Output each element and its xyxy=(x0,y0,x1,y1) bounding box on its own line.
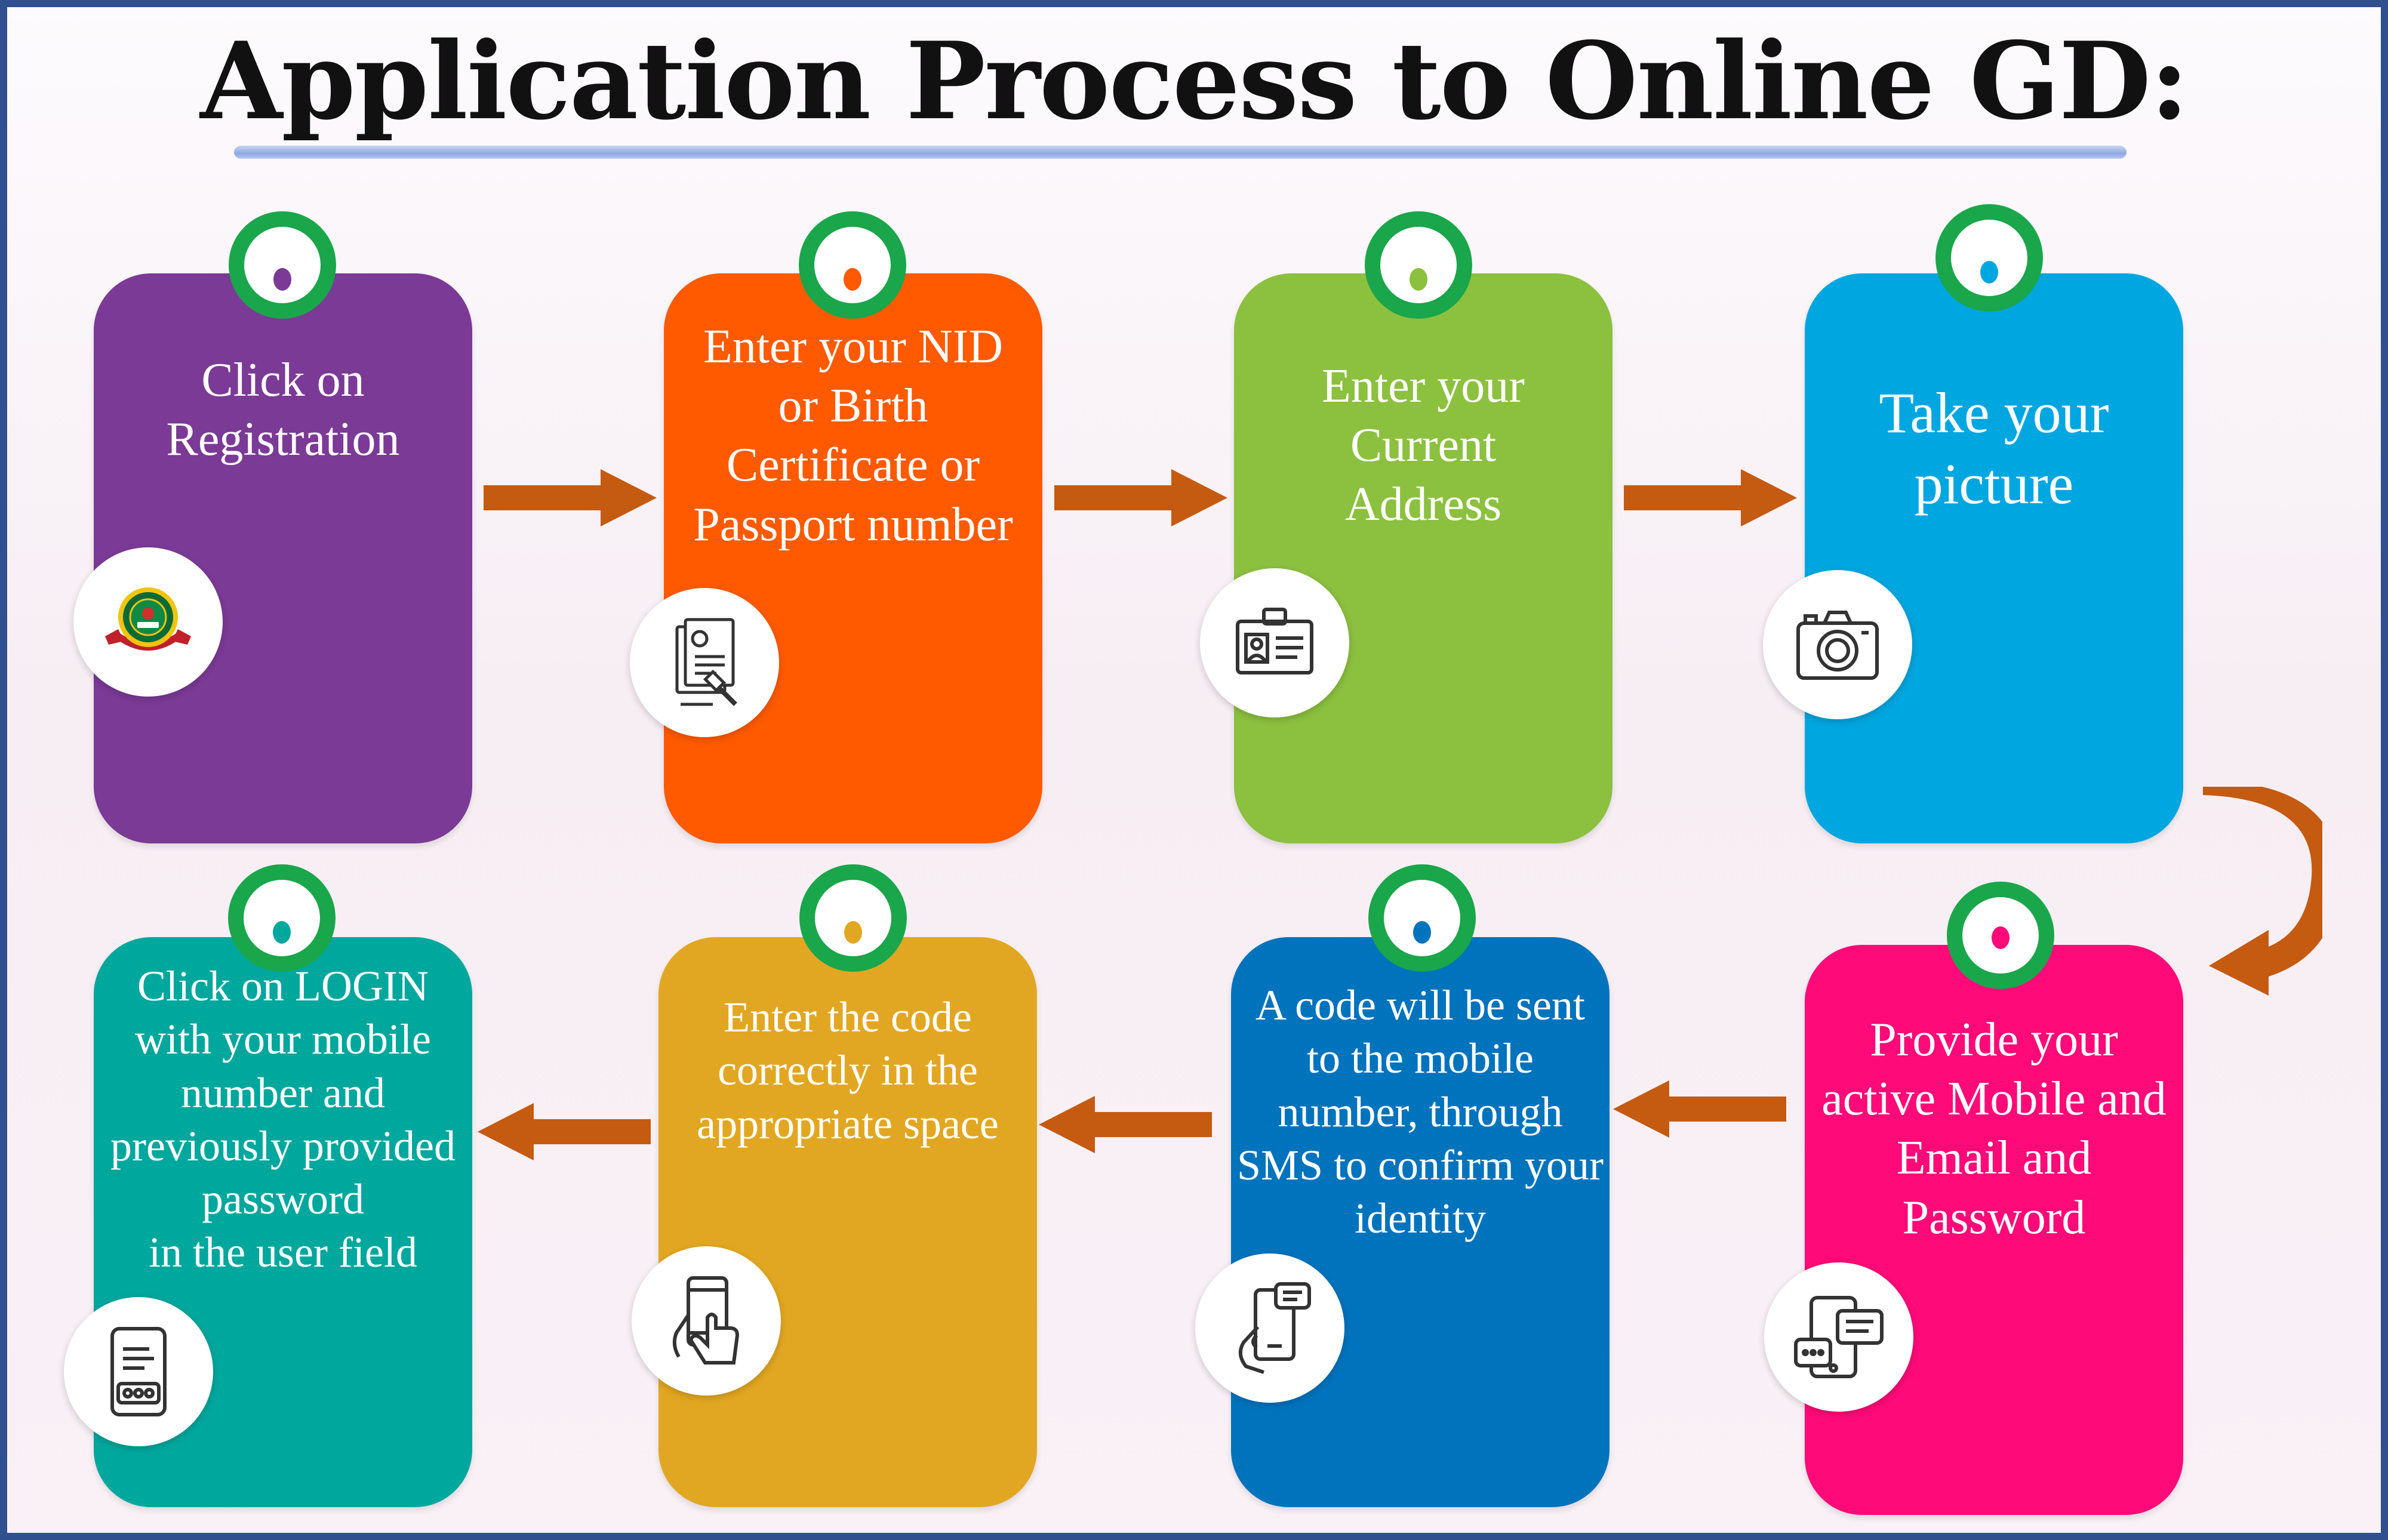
step-text: Take your picture xyxy=(1879,381,2109,516)
step-icon-disc xyxy=(64,1297,213,1446)
step-text: Enter the code correctly in the appropri… xyxy=(697,993,999,1148)
step-dot xyxy=(273,921,291,944)
step-tab xyxy=(1365,211,1472,319)
step-dot xyxy=(1413,921,1431,944)
arrow-right-3 xyxy=(1624,469,1797,526)
phone-chat-icon xyxy=(1794,1296,1884,1378)
step-icon-disc xyxy=(73,547,223,697)
step-tab xyxy=(228,864,336,972)
step-dot xyxy=(844,921,862,944)
step-icon-disc xyxy=(1195,1253,1344,1403)
arrow-left-1 xyxy=(1613,1080,1786,1138)
step-card-sms-code: A code will be sent to the mobile number… xyxy=(1231,937,1610,1507)
step-tab xyxy=(799,211,906,319)
step-text: Click on LOGIN with your mobile number a… xyxy=(110,962,456,1277)
step-icon-disc xyxy=(1764,1262,1913,1412)
arrow-right-2 xyxy=(1054,469,1227,526)
step-dot xyxy=(1980,261,1998,284)
step-icon-disc xyxy=(632,1246,781,1396)
step-icon-disc xyxy=(630,588,779,737)
step-text: Provide your active Mobile and Email and… xyxy=(1821,1014,2167,1244)
title-underline xyxy=(234,146,2127,159)
arrow-right-1 xyxy=(484,469,657,526)
step-tab xyxy=(229,211,336,319)
sms-phone-hand-icon xyxy=(1238,1282,1311,1374)
step-card-enter-code: Enter the code correctly in the appropri… xyxy=(658,937,1037,1507)
page-title: Application Process to Online GD: xyxy=(200,19,2189,143)
arrow-curved-down xyxy=(2203,787,2322,996)
step-text: Enter your NID or Birth Certificate or P… xyxy=(693,321,1013,551)
step-tab xyxy=(1935,204,2043,312)
camera-icon xyxy=(1796,611,1879,680)
id-card-icon xyxy=(1236,608,1313,674)
step-dot xyxy=(1410,268,1427,291)
step-icon-disc xyxy=(1200,568,1349,717)
arrow-left-2 xyxy=(1039,1096,1212,1153)
certificate-document-icon xyxy=(675,618,737,706)
step-card-address: Enter your Current Address xyxy=(1234,273,1612,843)
step-tab xyxy=(799,864,907,972)
step-tab xyxy=(1368,864,1476,972)
step-icon-disc xyxy=(1763,570,1912,719)
step-card-picture: Take your picture xyxy=(1805,273,2183,843)
step-dot xyxy=(844,268,861,291)
step-dot xyxy=(273,268,291,291)
step-card-mobile-email: Provide your active Mobile and Email and… xyxy=(1805,945,2183,1515)
step-text: A code will be sent to the mobile number… xyxy=(1236,981,1604,1243)
police-logo-icon xyxy=(105,587,191,651)
arrow-left-3 xyxy=(478,1103,651,1160)
step-card-nid: Enter your NID or Birth Certificate or P… xyxy=(664,273,1042,843)
mobile-keypad-icon xyxy=(110,1327,167,1416)
touch-phone-icon xyxy=(672,1276,740,1365)
step-dot xyxy=(1992,926,2010,949)
step-text: Click on Registration xyxy=(166,354,400,466)
step-text: Enter your Current Address xyxy=(1322,360,1525,531)
step-card-registration: Click on Registration xyxy=(94,273,472,843)
